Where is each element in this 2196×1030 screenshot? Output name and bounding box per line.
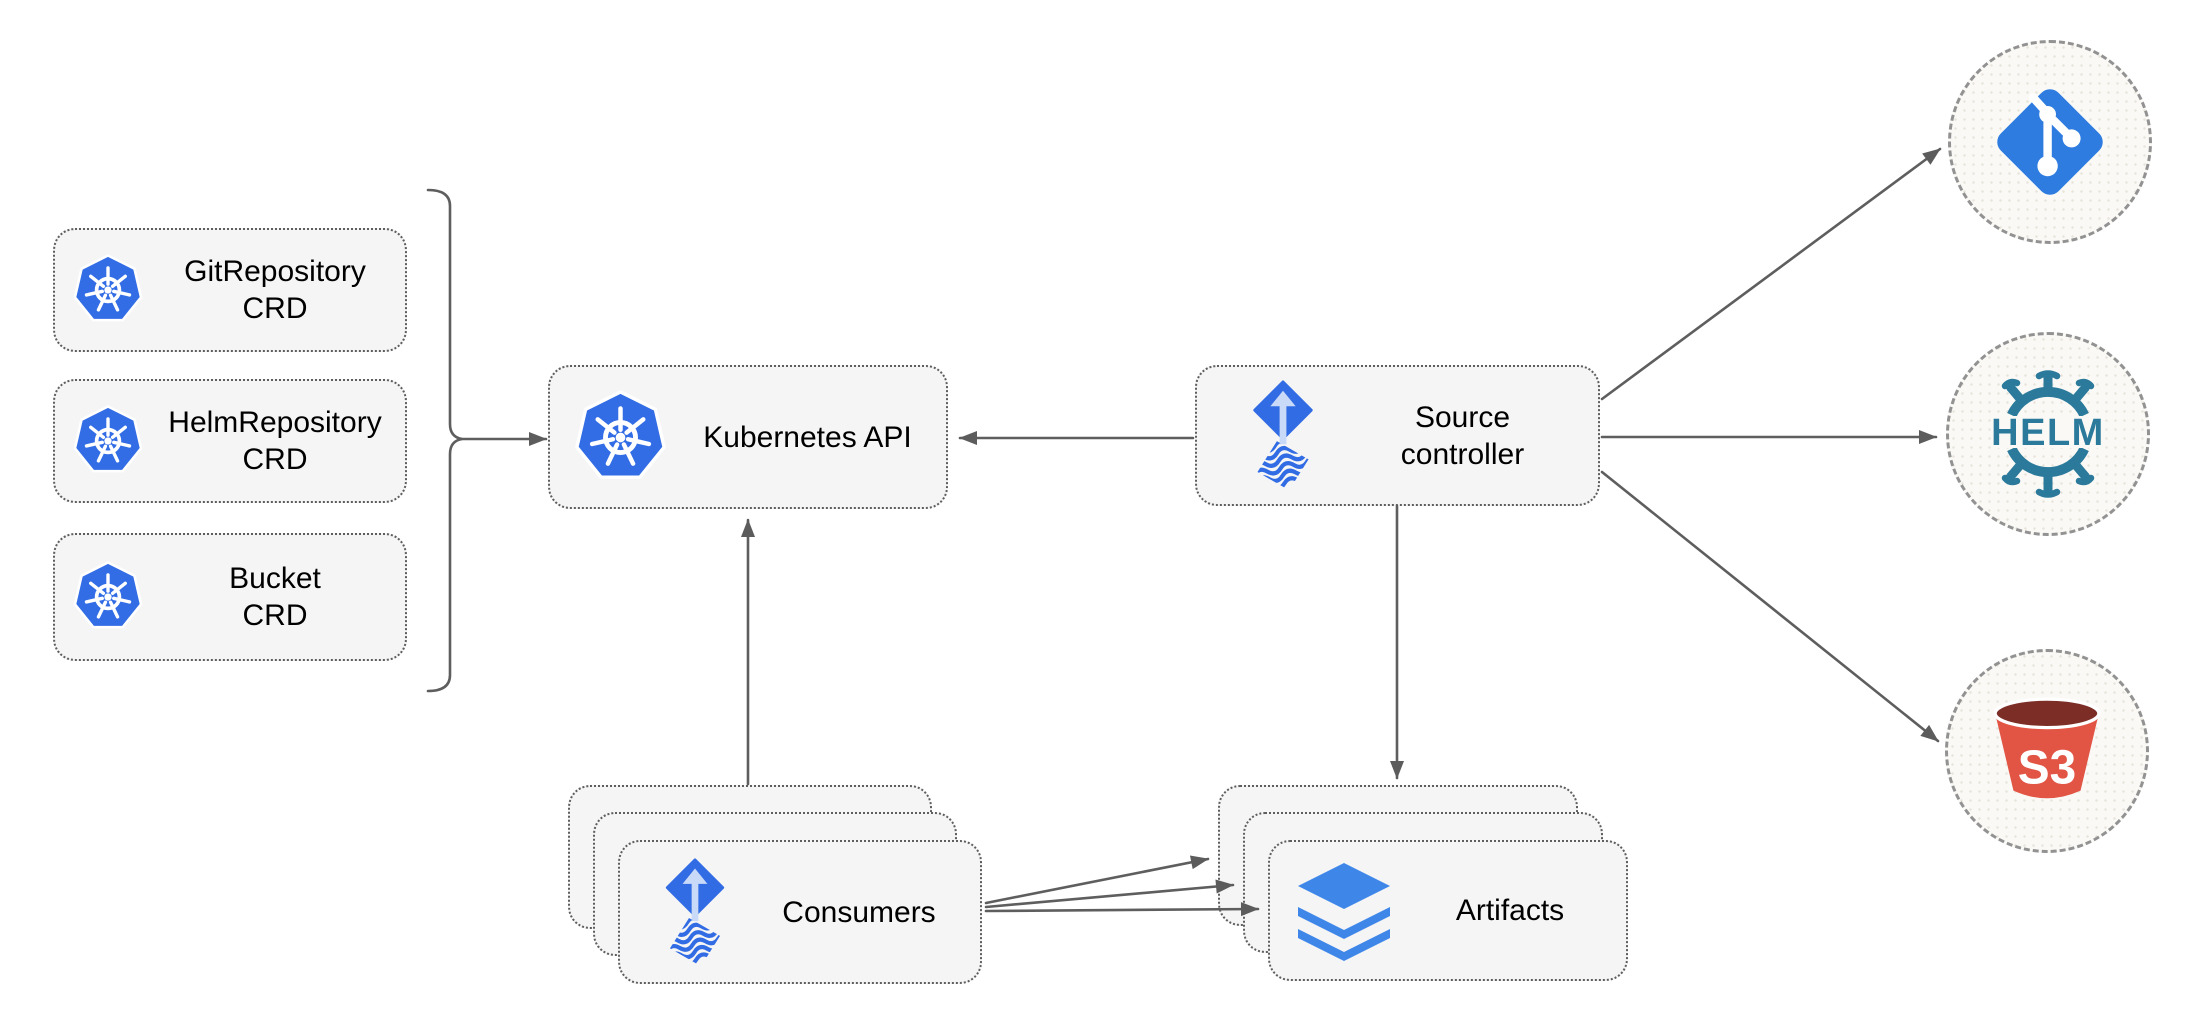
node-helm-repository-crd-label: HelmRepository CRD xyxy=(168,406,382,476)
node-bucket-crd-label: Bucket CRD xyxy=(229,562,321,632)
node-source-controller: Source controller xyxy=(1195,365,1600,506)
edge-consumers-to-artifacts-1 xyxy=(984,855,1210,905)
helm-icon: HELM xyxy=(1991,369,2105,499)
edge-source-controller-to-git xyxy=(1600,147,1942,401)
kubernetes-icon xyxy=(71,561,145,633)
node-kubernetes-api-label: Kubernetes API xyxy=(703,420,912,454)
endpoint-s3-remote: S3 xyxy=(1945,649,2149,853)
s3-bucket-icon: S3 xyxy=(1986,691,2108,811)
node-consumers: Consumers xyxy=(618,840,982,984)
s3-logo-text: S3 xyxy=(2018,742,2076,795)
crd-group-bracket xyxy=(426,188,463,693)
node-helm-repository-crd: HelmRepository CRD xyxy=(53,379,407,503)
edge-consumers-to-artifacts-2 xyxy=(984,879,1235,909)
kubernetes-icon xyxy=(71,254,145,326)
node-artifacts-label: Artifacts xyxy=(1455,894,1565,927)
kubernetes-icon xyxy=(572,390,669,485)
edge-consumers-to-artifacts-3 xyxy=(984,902,1260,917)
helm-logo-text: HELM xyxy=(1991,412,2105,454)
git-icon xyxy=(1990,82,2110,202)
endpoint-git-remote xyxy=(1948,40,2152,244)
node-consumers-label: Consumers xyxy=(782,895,936,929)
node-kubernetes-api: Kubernetes API xyxy=(548,365,948,509)
layers-icon xyxy=(1294,859,1394,963)
node-git-repository-crd: GitRepository CRD xyxy=(53,228,407,352)
node-bucket-crd: Bucket CRD xyxy=(53,533,407,661)
edge-source-controller-to-s3 xyxy=(1600,470,1940,743)
flux-icon xyxy=(652,858,738,967)
node-source-controller-label: Source controller xyxy=(1400,400,1525,471)
flux-icon xyxy=(1239,380,1327,491)
node-artifacts: Artifacts xyxy=(1268,840,1628,981)
node-git-repository-crd-label: GitRepository CRD xyxy=(184,255,366,325)
endpoint-helm-remote: HELM xyxy=(1946,332,2150,536)
kubernetes-icon xyxy=(71,405,145,477)
